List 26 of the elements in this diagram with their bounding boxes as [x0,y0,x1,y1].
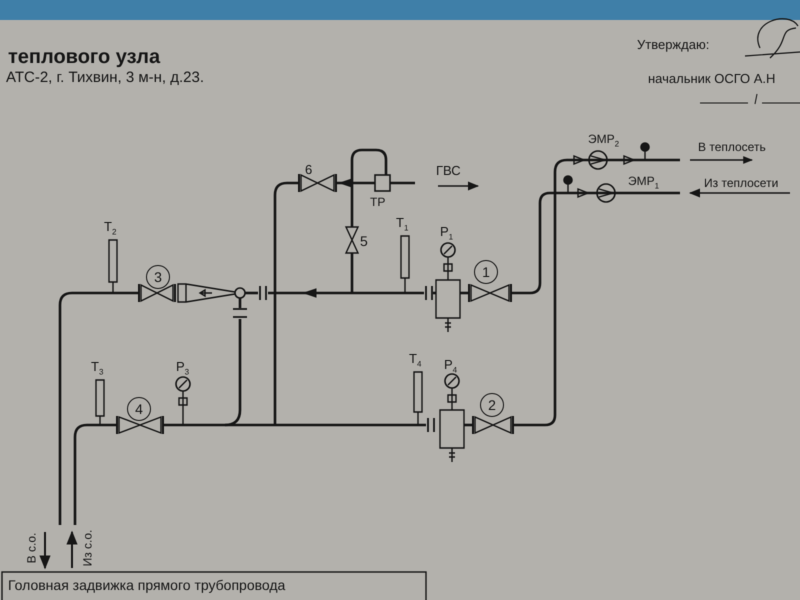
heading: теплового узла [8,46,160,69]
direction-label: В теплосеть [698,141,766,154]
meter-label: ЭМР$_{1}$ [628,175,660,192]
sensor-label: Р$_{4}$ [444,358,458,376]
sensor-label: Т$_{3}$ [91,360,104,378]
sensor-label: Т$_{1}$ [396,216,408,234]
valve-number: 5 [360,234,368,250]
direction-label: В с.о. [25,532,39,564]
direction-label: Из теплосети [704,177,778,190]
table-cell-text: Головная задвижка прямого трубопровода [8,578,286,594]
valve-number-circle: 1 [474,260,498,284]
approval-text: Утверждаю: [637,38,710,52]
sensor-label: Т$_{2}$ [104,220,116,238]
meter-label: ЭМР$_{2}$ [588,133,620,150]
sensor-label: Т$_{4}$ [409,352,422,370]
sensor-label: Р$_{3}$ [176,360,190,378]
valve-number-circle: 2 [480,393,504,417]
valve-number-circle: 4 [127,397,151,421]
valve-number: 6 [305,163,312,178]
direction-label: Из с.о. [81,530,95,566]
device-label: ТР [370,196,386,210]
direction-label: ГВС [436,164,461,178]
position-text: начальник ОСГО А.Н [648,72,776,86]
valve-number-circle: 3 [146,265,170,289]
address-text: АТС-2, г. Тихвин, 3 м-н, д.23. [6,70,204,86]
sensor-label: Р$_{1}$ [440,225,454,242]
